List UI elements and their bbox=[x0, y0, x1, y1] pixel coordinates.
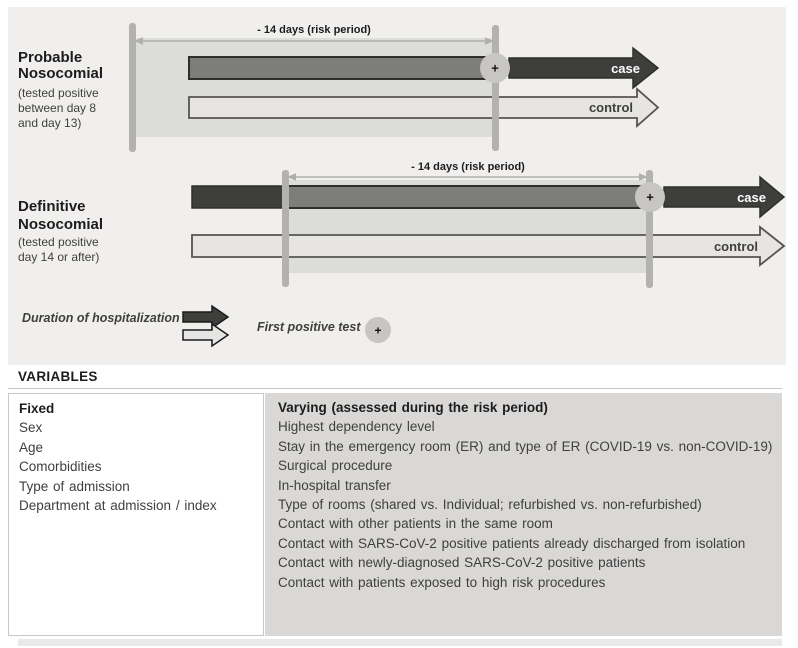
timeline-diagram: - 14 days (risk period) case control + P… bbox=[8, 7, 786, 365]
varying-item: Contact with SARS-CoV-2 positive patient… bbox=[278, 535, 746, 551]
definitive-title-line1: Definitive bbox=[18, 198, 86, 215]
fixed-item: Sex bbox=[19, 420, 43, 436]
definitive-risk-start-bar bbox=[282, 170, 289, 287]
definitive-subtitle-line2: day 14 or after) bbox=[18, 250, 99, 264]
probable-case-arrow-label: case bbox=[611, 61, 640, 76]
definitive-risk-span-right-arrow-icon bbox=[639, 173, 648, 181]
varying-column-header: Varying (assessed during the risk period… bbox=[278, 400, 548, 415]
legend-first-positive-label: First positive test bbox=[257, 320, 361, 334]
fixed-item: Comorbidities bbox=[19, 459, 102, 475]
probable-risk-period-shading bbox=[133, 38, 495, 137]
varying-item: Surgical procedure bbox=[278, 458, 393, 474]
probable-case-stay-bar bbox=[188, 56, 496, 80]
variables-heading: VARIABLES bbox=[18, 369, 98, 384]
definitive-section: - 14 days (risk period) case control + D… bbox=[18, 161, 786, 288]
legend: Duration of hospitalization First positi… bbox=[22, 304, 391, 348]
definitive-risk-period-label: - 14 days (risk period) bbox=[411, 161, 525, 173]
definitive-case-prerisk-bar bbox=[191, 185, 287, 209]
definitive-subtitle-line1: (tested positive bbox=[18, 235, 99, 249]
definitive-risk-span-left-arrow-icon bbox=[287, 173, 296, 181]
varying-item: Contact with other patients in the same … bbox=[278, 516, 553, 532]
definitive-positive-test-plus-icon: + bbox=[646, 190, 654, 205]
varying-item: Contact with newly-diagnosed SARS-CoV-2 … bbox=[278, 555, 646, 571]
probable-subtitle-line3: and day 13) bbox=[18, 116, 81, 130]
bottom-divider bbox=[18, 639, 782, 646]
probable-test-day-bar bbox=[492, 25, 499, 151]
probable-subtitle-line2: between day 8 bbox=[18, 101, 96, 115]
probable-admission-day-bar bbox=[129, 23, 136, 152]
definitive-positive-test-marker-icon bbox=[635, 182, 665, 212]
probable-control-arrow bbox=[188, 87, 660, 128]
definitive-case-arrow-label: case bbox=[737, 190, 766, 205]
probable-control-arrow-label: control bbox=[589, 100, 633, 115]
probable-section: - 14 days (risk period) case control + P… bbox=[18, 23, 660, 152]
definitive-title-line2: Nosocomial bbox=[18, 216, 103, 233]
probable-risk-span-right-arrow-icon bbox=[485, 37, 494, 45]
legend-case-arrow-icon bbox=[182, 304, 230, 330]
fixed-variables-cell: Fixed Sex Age Comorbidities Type of admi… bbox=[8, 393, 264, 636]
fixed-item: Age bbox=[19, 439, 44, 455]
fixed-item: Type of admission bbox=[19, 478, 130, 494]
probable-risk-period-label: - 14 days (risk period) bbox=[257, 24, 371, 36]
legend-duration-label: Duration of hospitalization bbox=[22, 311, 180, 325]
probable-positive-test-plus-icon: + bbox=[491, 61, 499, 76]
varying-variables-cell: Varying (assessed during the risk period… bbox=[265, 393, 782, 636]
probable-subtitle-line1: (tested positive bbox=[18, 86, 99, 100]
legend-positive-test-marker-icon bbox=[365, 317, 391, 343]
probable-case-arrow bbox=[508, 46, 660, 90]
varying-item: Highest dependency level bbox=[278, 419, 435, 435]
heading-divider bbox=[8, 388, 782, 389]
varying-item: In-hospital transfer bbox=[278, 477, 391, 493]
probable-risk-span-left-arrow-icon bbox=[134, 37, 143, 45]
probable-positive-test-marker-icon bbox=[480, 53, 510, 83]
fixed-item: Department at admission / index bbox=[19, 498, 217, 514]
definitive-case-arrow bbox=[663, 175, 786, 219]
definitive-case-stay-bar bbox=[285, 185, 651, 209]
varying-item: Contact with patients exposed to high ri… bbox=[278, 574, 606, 590]
legend-control-arrow-icon bbox=[182, 322, 230, 348]
legend-plus-icon: + bbox=[374, 324, 381, 338]
fixed-column-header: Fixed bbox=[19, 401, 55, 416]
varying-item: Stay in the emergency room (ER) and type… bbox=[278, 438, 773, 454]
probable-title-line1: Probable bbox=[18, 49, 82, 66]
probable-title-line2: Nosocomial bbox=[18, 65, 103, 82]
varying-item: Type of rooms (shared vs. Individual; re… bbox=[278, 497, 702, 513]
definitive-control-arrow-label: control bbox=[714, 239, 758, 254]
